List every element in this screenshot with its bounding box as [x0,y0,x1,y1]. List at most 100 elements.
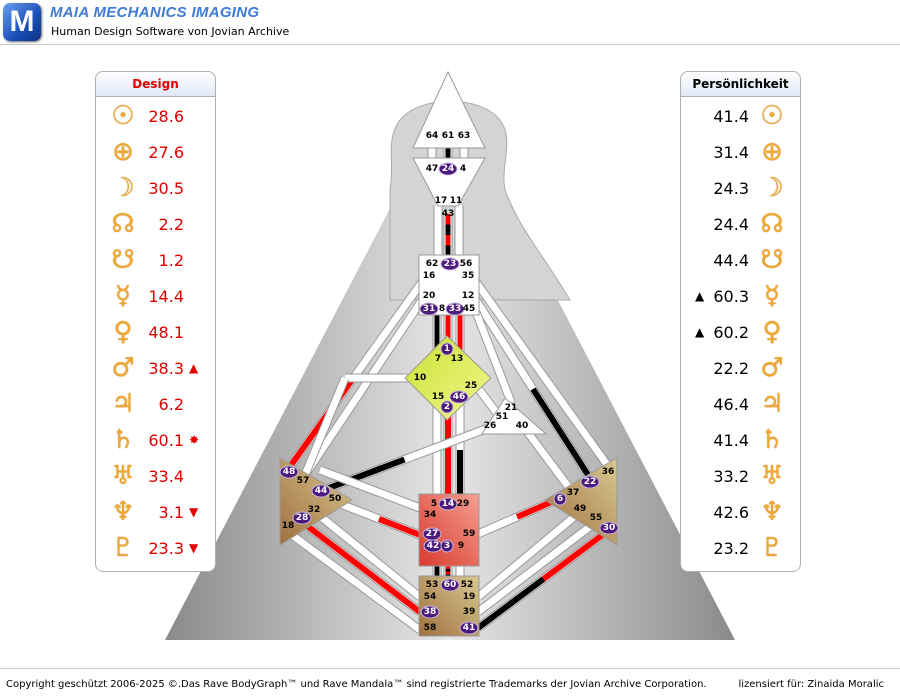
design-row-pluto: ♇23.3▼ [96,531,215,567]
gate-19[interactable]: 19 [463,592,476,602]
gate-31[interactable]: 31 [423,304,436,314]
gate-12[interactable]: 12 [462,291,475,301]
gate-27[interactable]: 27 [426,529,439,539]
head-center [412,70,486,149]
gate-26[interactable]: 26 [484,421,497,431]
gate-line-value: 48.1 [148,323,184,342]
gate-58[interactable]: 58 [424,623,437,633]
gate-37[interactable]: 37 [567,488,580,498]
gate-4[interactable]: 4 [460,164,466,174]
gate-8[interactable]: 8 [439,304,445,314]
design-row-uranus: ♅33.4 [96,459,215,495]
gate-18[interactable]: 18 [282,521,295,531]
gate-52[interactable]: 52 [461,580,474,590]
gate-34[interactable]: 34 [424,510,437,520]
fixing-marker: ▼ [189,541,199,555]
gate-line-value: 27.6 [148,143,184,162]
neptune-icon: ♆ [111,497,135,527]
gate-22[interactable]: 22 [584,477,597,487]
gate-11[interactable]: 11 [450,196,463,206]
gate-48-active-badge [279,465,299,479]
gate-17[interactable]: 17 [435,196,448,206]
channel-32-54 [317,513,423,600]
gate-line-value: 33.2 [713,467,749,486]
gate-45[interactable]: 45 [463,304,476,314]
gate-1[interactable]: 1 [444,344,450,354]
gate-63[interactable]: 63 [458,131,471,141]
gate-28[interactable]: 28 [296,513,309,523]
gate-50[interactable]: 50 [329,494,342,504]
gate-49[interactable]: 49 [574,504,587,514]
gate-25[interactable]: 25 [465,381,478,391]
gate-42[interactable]: 42 [427,541,440,551]
earth-icon: ⊕ [112,137,134,167]
gate-24[interactable]: 24 [442,164,455,174]
license-text: lizensiert für: Zinaida Moralic [738,679,884,690]
gate-16[interactable]: 16 [423,271,436,281]
gate-43[interactable]: 43 [442,209,455,219]
gate-10[interactable]: 10 [414,373,427,383]
gate-6-active-badge [553,492,567,506]
gate-53[interactable]: 53 [426,580,439,590]
gate-38[interactable]: 38 [424,607,437,617]
gate-2[interactable]: 2 [444,402,450,412]
gate-41[interactable]: 41 [463,623,476,633]
personality-row-earth: ⊕31.4 [681,135,800,171]
gate-line-value: 24.3 [713,179,749,198]
sun-icon: ☉ [111,101,135,131]
copyright-text: Copyright geschützt 2006-2025 ©.Das Rave… [6,679,707,690]
gate-40[interactable]: 40 [516,421,529,431]
gate-60[interactable]: 60 [444,580,457,590]
fixing-marker: ✸ [189,433,200,447]
gate-64[interactable]: 64 [426,131,439,141]
saturn-icon: ♄ [111,425,135,455]
design-row-north-node: ☊2.2 [96,207,215,243]
personality-row-uranus: ♅ 33.2 [681,459,800,495]
gate-35[interactable]: 35 [462,271,475,281]
gate-15[interactable]: 15 [432,392,445,402]
design-row-mercury: ☿14.4 [96,279,215,315]
gate-62[interactable]: 62 [426,259,439,269]
gate-6[interactable]: 6 [557,494,563,504]
gate-61[interactable]: 61 [442,131,455,141]
gate-32[interactable]: 32 [308,505,321,515]
gate-7[interactable]: 7 [435,354,441,364]
gate-54[interactable]: 54 [424,592,437,602]
uranus-icon: ♅ [760,461,784,491]
mars-icon: ♂ [760,353,784,383]
gate-36[interactable]: 36 [602,467,615,477]
solar-plexus-center [544,457,618,546]
g-center [404,335,492,421]
fixing-marker: ▲ [189,361,199,375]
gate-47[interactable]: 47 [426,164,439,174]
gate-5[interactable]: 5 [431,499,437,509]
gate-13[interactable]: 13 [451,354,464,364]
gate-55[interactable]: 55 [590,513,603,523]
design-row-moon: ☽30.5 [96,171,215,207]
gate-51[interactable]: 51 [496,412,509,422]
personality-row-jupiter: ♃46.4 [681,387,800,423]
gate-46[interactable]: 46 [453,392,466,402]
gate-33[interactable]: 33 [449,304,462,314]
gate-39[interactable]: 39 [463,607,476,617]
gate-56[interactable]: 56 [460,259,473,269]
gate-21[interactable]: 21 [505,403,518,413]
design-row-south-node: ☋1.2 [96,243,215,279]
gate-59[interactable]: 59 [463,529,476,539]
gate-23[interactable]: 23 [444,259,457,269]
gate-30[interactable]: 30 [603,523,616,533]
sun-icon: ☉ [760,101,784,131]
channel-30-41-personality [476,576,546,631]
gate-57[interactable]: 57 [297,476,310,486]
gate-29[interactable]: 29 [457,499,470,509]
channel-28-38-design [300,519,422,615]
gate-3[interactable]: 3 [444,541,450,551]
gate-48[interactable]: 48 [283,467,296,477]
gate-44[interactable]: 44 [315,486,328,496]
gate-20[interactable]: 20 [423,291,436,301]
mercury-icon: ☿ [764,281,780,311]
gate-9[interactable]: 9 [458,541,464,551]
north-node-icon: ☊ [111,209,135,239]
gate-14[interactable]: 14 [442,499,455,509]
south-node-icon: ☋ [760,245,784,275]
